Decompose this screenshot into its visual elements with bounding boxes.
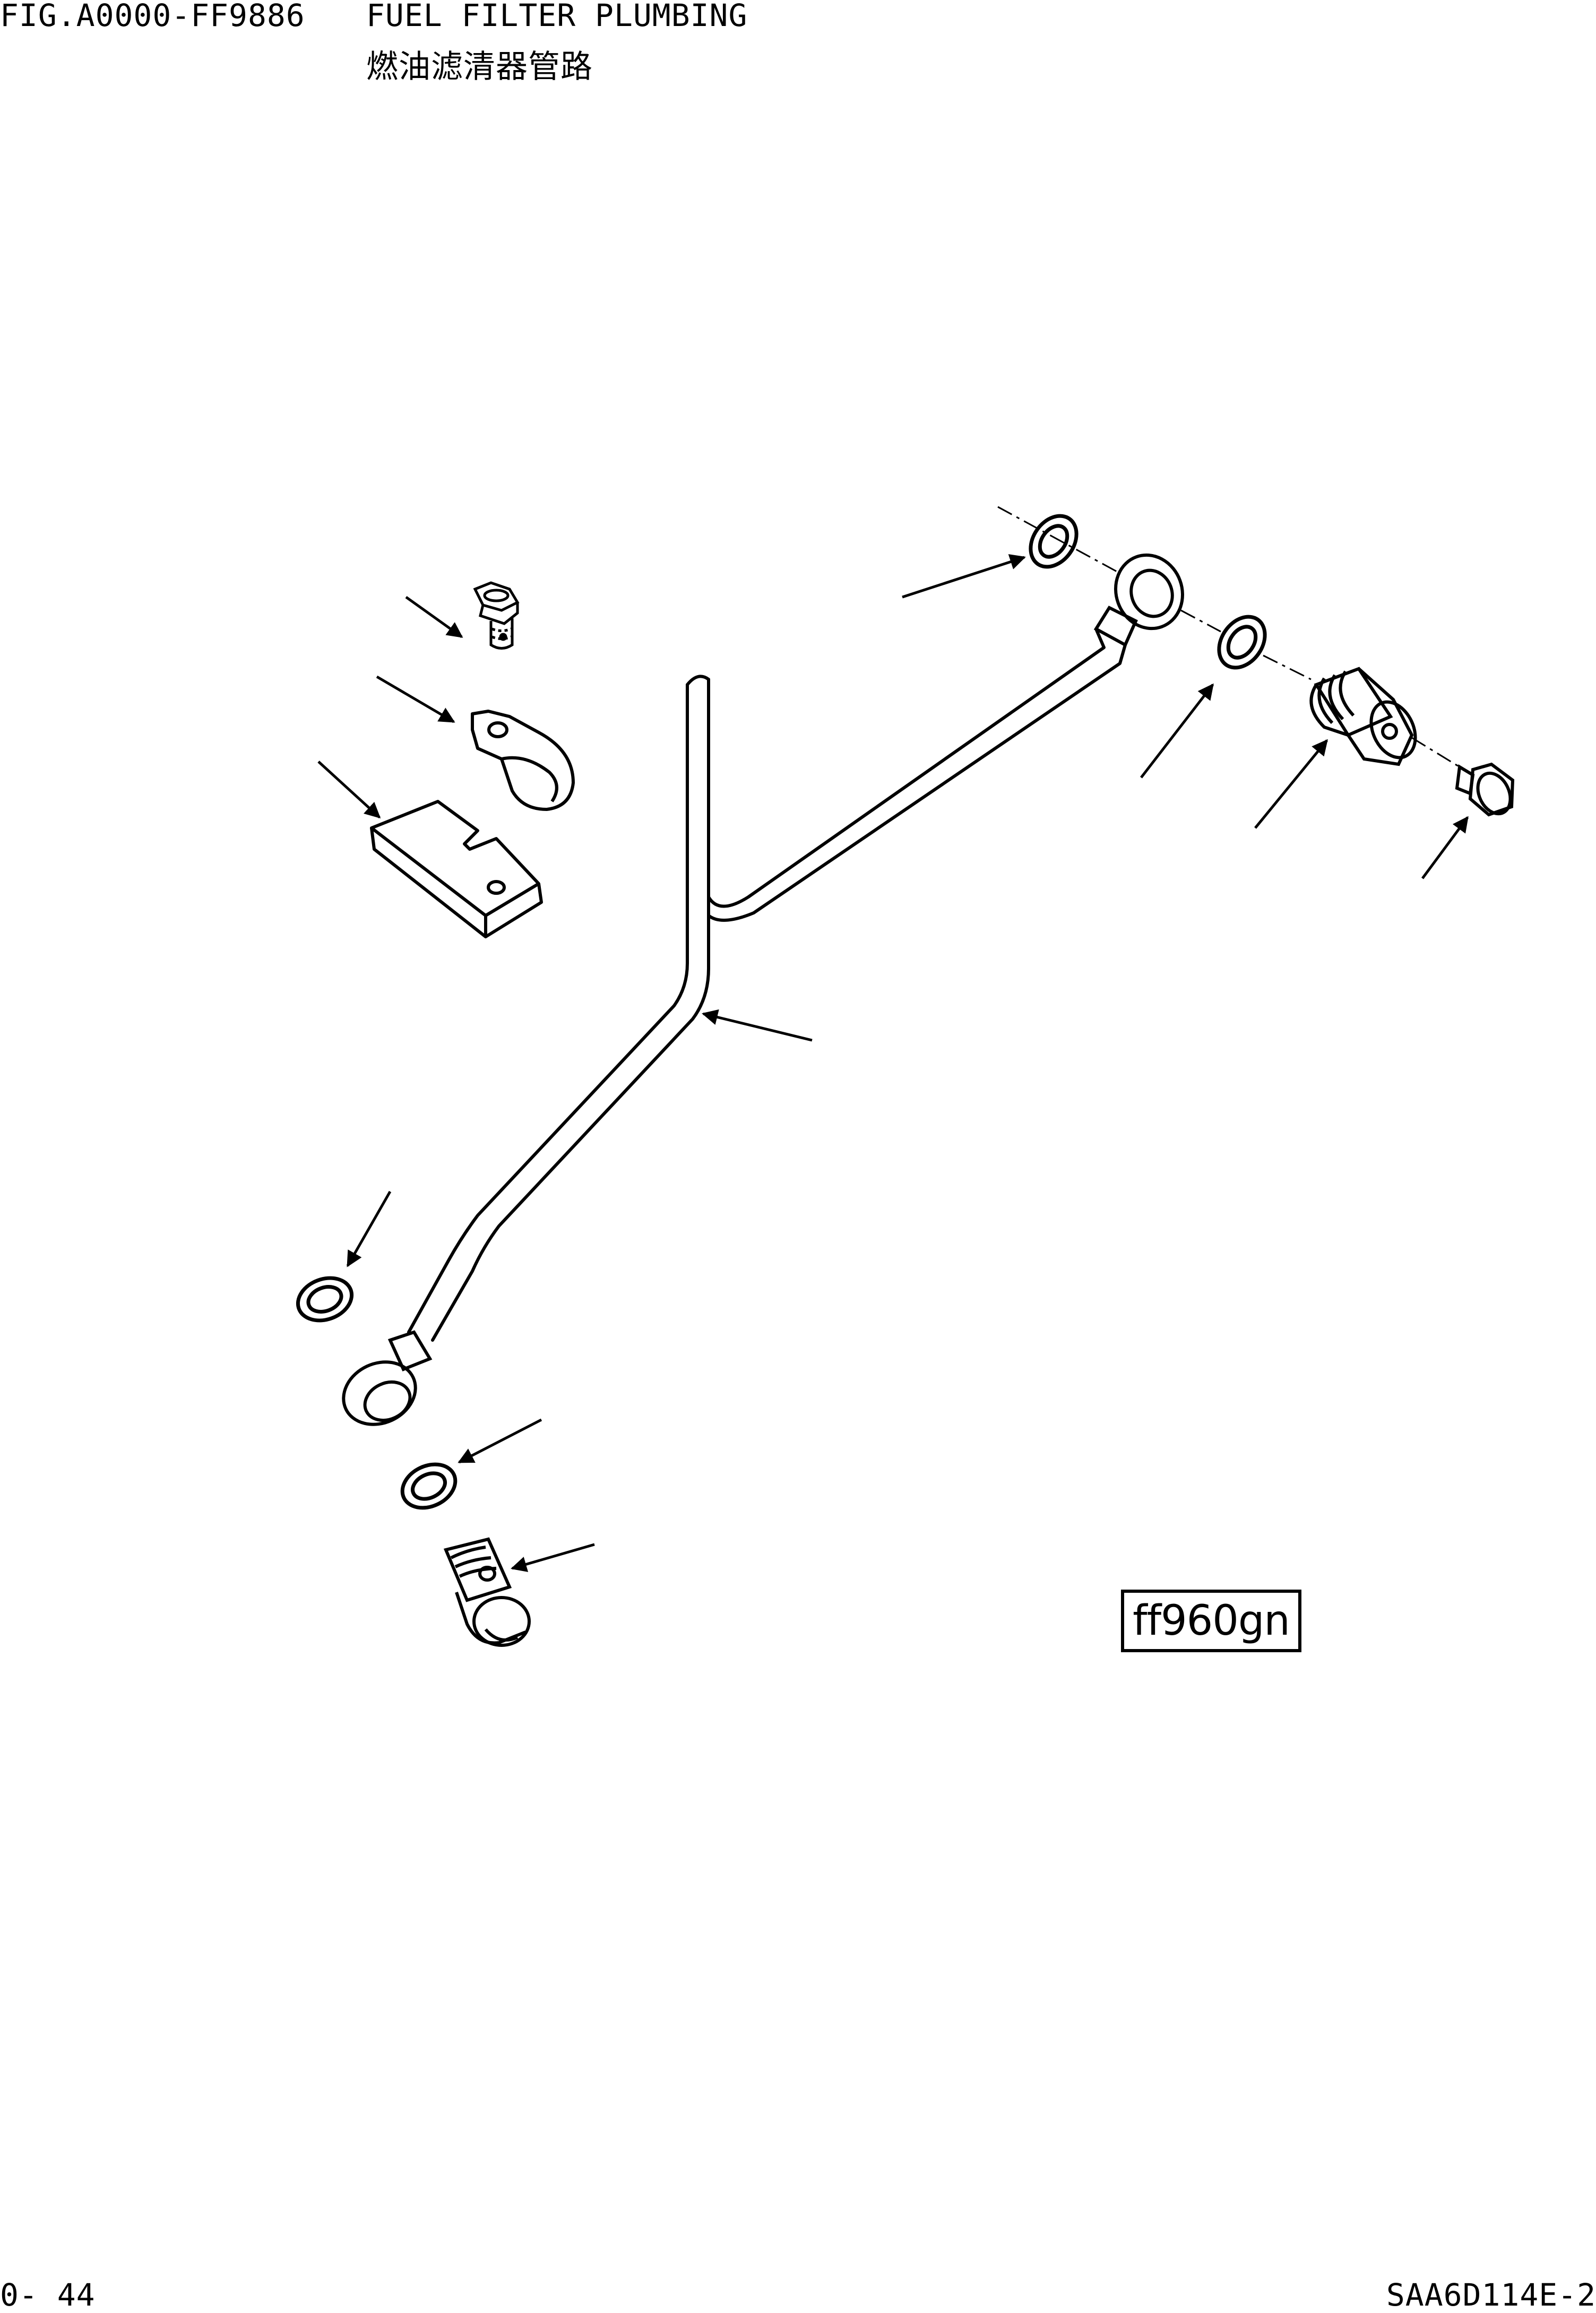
plate: [370, 800, 543, 938]
bolt-top: [473, 581, 520, 650]
eye-joint-lower: [342, 1330, 433, 1426]
model-code: SAA6D114E-2: [1386, 2277, 1596, 2313]
small-bolt: [1455, 762, 1515, 817]
eye-joint-upper: [1093, 553, 1184, 664]
page-number: 0- 44: [0, 2277, 96, 2313]
joint-bolt-upper: [1309, 667, 1417, 766]
figure-code: FIG.A0000-FF9886: [0, 0, 305, 33]
clamp: [471, 710, 575, 811]
figure-title-en: FUEL FILTER PLUMBING: [366, 0, 748, 33]
figure-title-cn: 燃油滤清器管路: [366, 48, 593, 85]
leader-arrows: [317, 554, 1469, 1572]
reference-code-box: ff960gn: [1121, 1590, 1301, 1652]
washer-lower: [400, 1462, 458, 1510]
washer-upper-left: [1029, 514, 1079, 569]
joint-bolt-lower: [443, 1537, 531, 1647]
washer-lower-left: [296, 1276, 354, 1323]
assembly-axis: [997, 506, 1460, 768]
fuel-tube: [407, 646, 1121, 1342]
washer-upper-right: [1217, 615, 1267, 670]
